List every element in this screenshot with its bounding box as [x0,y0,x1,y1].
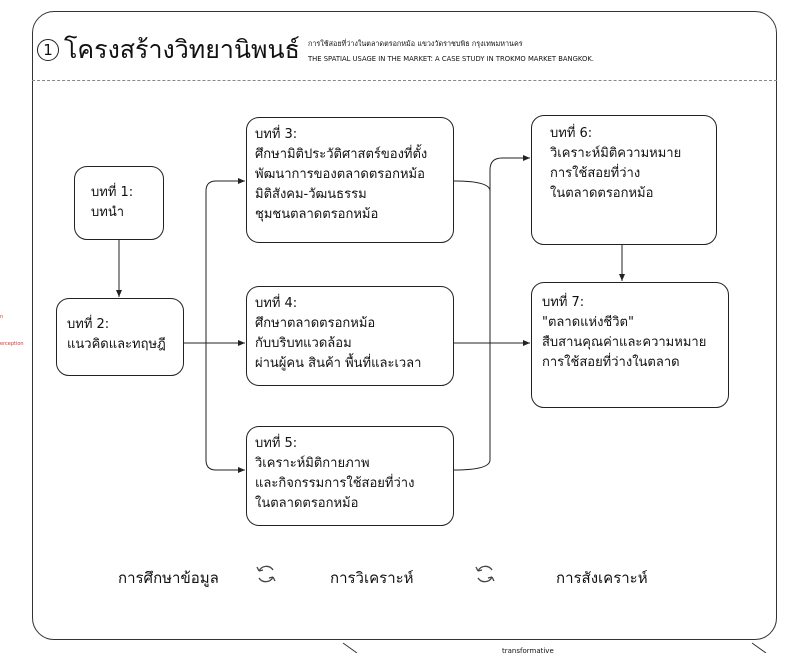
chapter-7-line: "ตลาดแห่งชีวิต" [542,315,634,330]
chapter-2-line: แนวคิดและทฤษฎี [67,337,166,352]
chapter-1-box: บทที่ 1: บทนำ [74,166,164,240]
chapter-3-box: บทที่ 3: ศึกษามิติประวัติศาสตร์ของที่ตั้… [246,117,454,243]
chapter-2-line: บทที่ 2: [67,317,110,332]
chapter-4-line: กับบริบทแวดล้อม [255,336,352,351]
chapter-7-line: สืบสานคุณค่าและความหมาย [542,335,707,350]
chapter-3-line: พัฒนาการของตลาดตรอกหม้อ [255,167,425,182]
chapter-3-line: ชุมชนตลาดตรอกหม้อ [255,207,379,222]
section-number-badge: 1 [37,39,59,61]
arrow-merge-to-ch6 [489,155,530,460]
chapter-5-line: ในตลาดตรอกหม้อ [255,496,359,511]
chapter-4-box: บทที่ 4: ศึกษาตลาดตรอกหม้อ กับบริบทแวดล้… [246,286,454,386]
arrow-ch2-to-ch3 [205,178,245,343]
chapter-6-box: บทที่ 6: วิเคราะห์มิติความหมาย การใช้สอย… [531,115,717,245]
chapter-3-line: ศึกษามิติประวัติศาสตร์ของที่ตั้ง [255,147,428,162]
margin-note-fragment: n [0,314,4,320]
chapter-3-line: บทที่ 3: [255,127,298,142]
chapter-7-box: บทที่ 7: "ตลาดแห่งชีวิต" สืบสานคุณค่าและ… [531,282,729,408]
chapter-7-line: บทที่ 7: [542,295,585,310]
chapter-6-line: ในตลาดตรอกหม้อ [550,186,654,201]
chapter-2-box: บทที่ 2: แนวคิดและทฤษฎี [56,298,184,376]
arrow-ch5-out [453,459,491,471]
refresh-cycle-icon [256,565,276,583]
refresh-cycle-icon [475,565,495,583]
chapter-6-line: การใช้สอยที่ว่าง [550,166,641,181]
chapter-6-line: วิเคราะห์มิติความหมาย [550,146,682,161]
chapter-1-line: บทที่ 1: [91,185,134,200]
chapter-4-line: ศึกษาตลาดตรอกหม้อ [255,316,376,331]
arrow-ch2-to-ch5 [205,343,245,473]
chapter-5-line: บทที่ 5: [255,436,298,451]
footer-note: transformative [502,647,554,655]
chapter-6-line: บทที่ 6: [550,126,593,141]
chapter-5-line: วิเคราะห์มิติกายภาพ [255,456,370,471]
page-title: โครงสร้างวิทยานิพนธ์ [64,35,300,64]
subtitle-english: THE SPATIAL USAGE IN THE MARKET: A CASE … [308,55,594,63]
header-divider [32,80,777,81]
diagram-frame [32,11,777,640]
subtitle-thai: การใช้สอยที่ว่างในตลาดตรอกหม้อ แขวงวัดรา… [308,39,523,48]
chapter-4-line: บทที่ 4: [255,296,298,311]
method-synthesis-label: การสังเคราะห์ [556,569,648,587]
chapter-5-box: บทที่ 5: วิเคราะห์มิติกายภาพ และกิจกรรมก… [246,426,454,526]
chapter-3-line: มิติสังคม-วัฒนธรรม [255,187,367,202]
chapter-7-line: การใช้สอยที่ว่างในตลาด [542,355,680,370]
chapter-4-line: ผ่านผู้คน สินค้า พื้นที่และเวลา [255,356,422,371]
margin-note-fragment: erception [0,341,24,347]
chapter-5-line: และกิจกรรมการใช้สอยที่ว่าง [255,476,415,491]
chapter-1-line: บทนำ [91,205,125,220]
method-analysis-label: การวิเคราะห์ [330,569,414,587]
method-study-label: การศึกษาข้อมูล [118,569,219,587]
